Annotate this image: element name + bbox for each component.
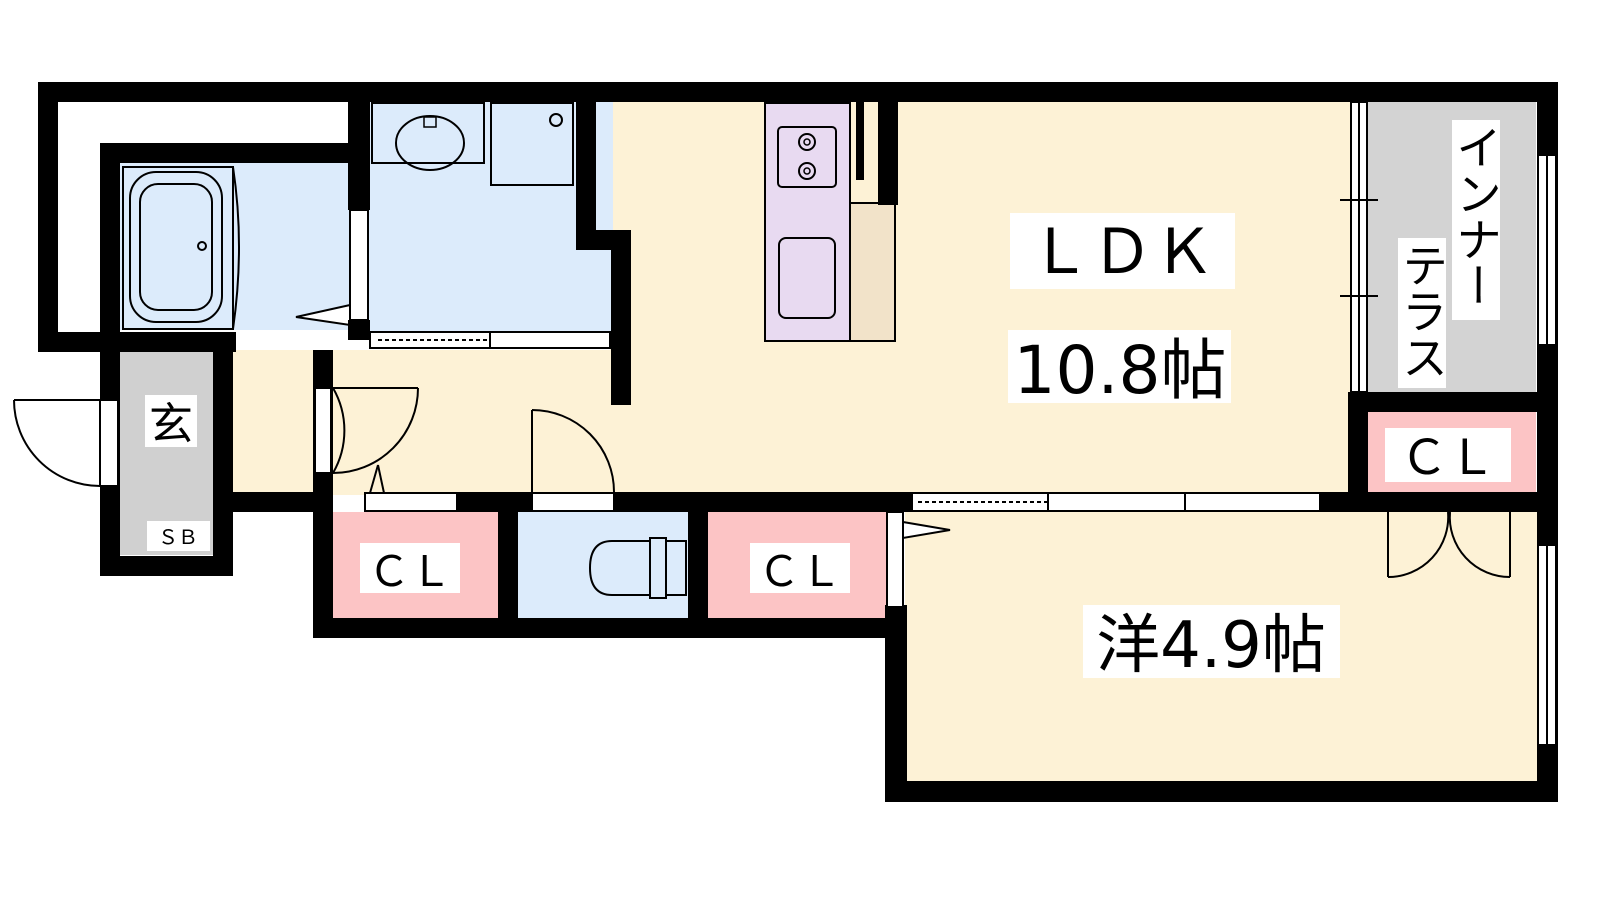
bathroom-floor [120,163,350,330]
inner-terrace-label-line2: テラス [1395,242,1449,380]
toilet-floor [518,512,688,619]
washing-machine-icon [490,102,574,186]
closet-left-label: ＣＬ [368,547,452,596]
closet-middle-label: ＣＬ [758,547,842,596]
kitchen-side-counter [849,202,896,342]
swing-doors [13,387,1511,579]
kitchen-sink-icon [778,237,836,319]
entrance-label: 玄 [149,399,193,450]
kitchen-unit [764,102,896,342]
closet-right-label: ＣＬ [1400,430,1496,486]
entrance-floor [120,350,213,555]
ldk-size-label: 10.8帖 [1014,332,1227,409]
western-room-label: 洋4.9帖 [1096,609,1326,683]
gas-stove-icon [777,126,837,188]
bathtub-icon [122,166,351,330]
shoe-box-label: ＳＢ [158,525,198,549]
room-labels: ＬＤＫ 10.8帖 洋4.9帖 玄 ＳＢ インナー テラス ＣＬ ＣＬ ＣＬ [145,120,1511,683]
washbasin-icon [371,102,485,171]
inner-terrace-label-line1: インナー [1449,124,1503,308]
ldk-name-label: ＬＤＫ [1029,215,1215,288]
openings [314,101,1557,746]
toilet-icon [588,537,687,599]
